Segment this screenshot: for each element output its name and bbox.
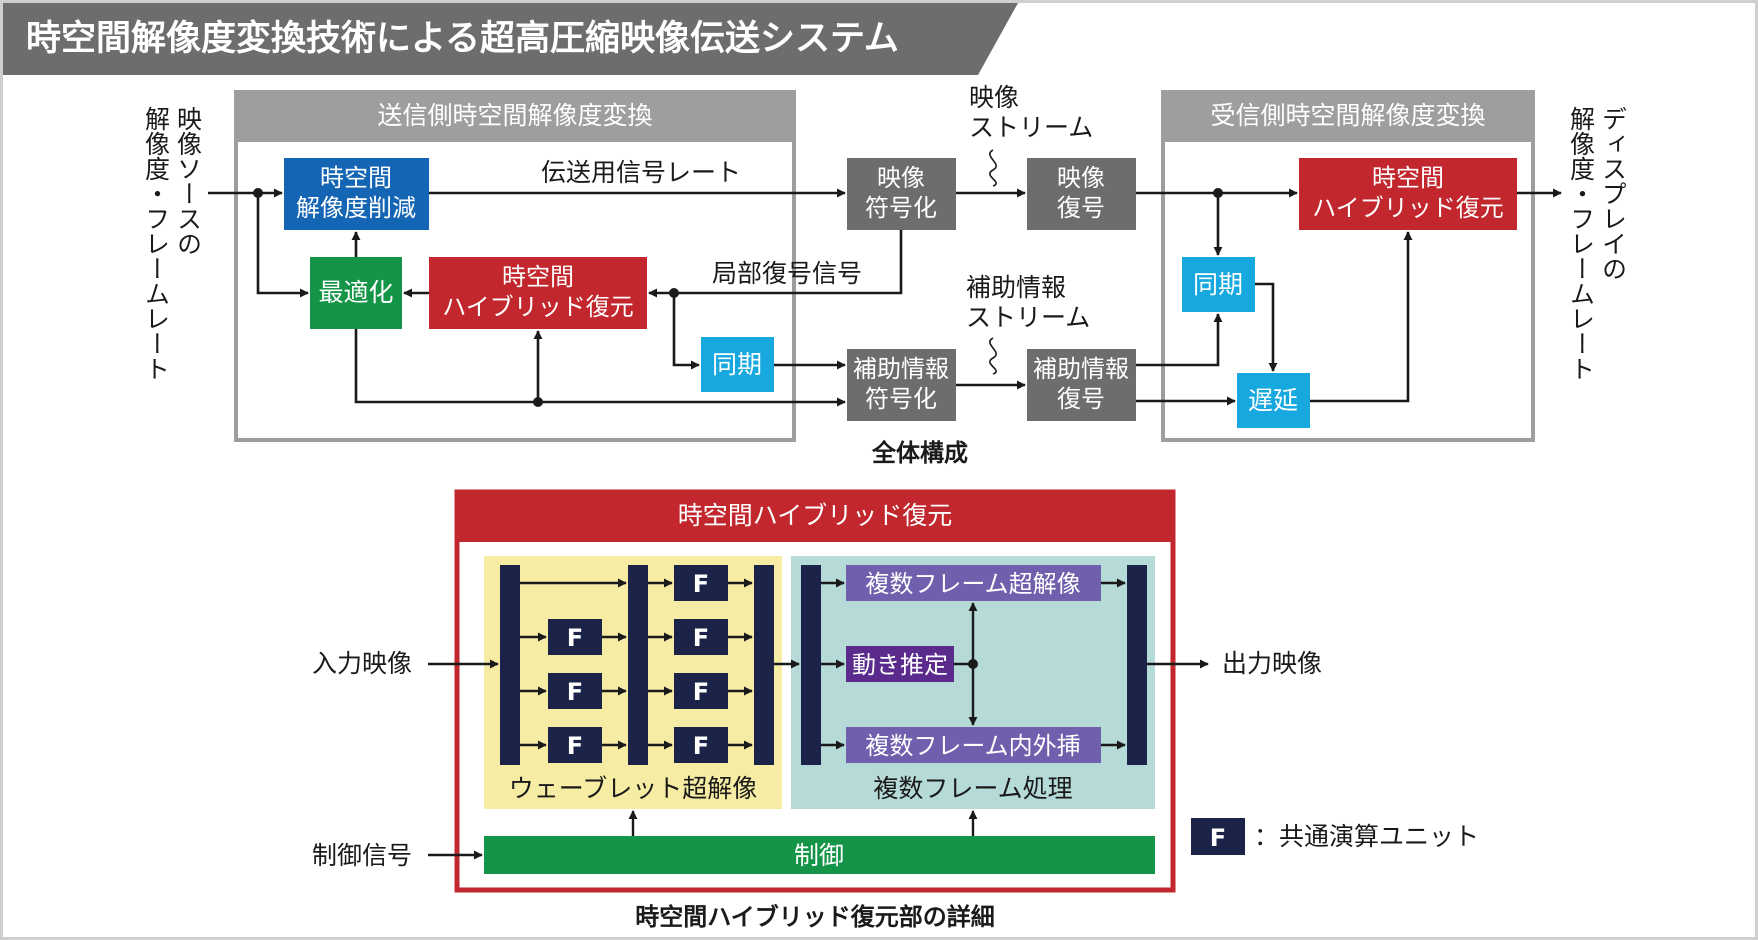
source-resolution-label: 映像ソースの 解像度・フレームレート xyxy=(142,106,203,381)
optimization-block xyxy=(310,257,402,329)
multiframe-super-resolution-block xyxy=(846,565,1101,601)
wavelet-panel-label: ウェーブレット超解像 xyxy=(509,774,758,803)
local-decode-signal-label: 局部復号信号 xyxy=(712,259,862,288)
local-decode-arrow xyxy=(648,230,903,298)
detail-header-label: 時空間ハイブリッド復元 xyxy=(678,501,953,530)
common-unit-label: F xyxy=(693,678,709,706)
sync-to-delay-arrow xyxy=(1255,282,1278,372)
delay-to-hybrid-arrow xyxy=(1310,231,1413,403)
video-stream-label: 映像ストリーム xyxy=(969,83,1093,142)
common-unit-label: F xyxy=(567,624,583,652)
common-unit-label: F xyxy=(567,678,583,706)
receiver-sync-block xyxy=(1182,257,1255,312)
aux-encoding-label: 補助情報符号化 xyxy=(853,355,949,413)
source-to-optimization-arrow xyxy=(256,193,309,298)
junction-dot xyxy=(533,397,543,407)
common-unit-block xyxy=(548,727,602,763)
motion-estimation-label: 動き推定 xyxy=(852,651,948,679)
receiver-sync-label: 同期 xyxy=(1193,270,1243,299)
video-encoding-label: 映像符号化 xyxy=(865,164,937,222)
multiframe-super-resolution-label: 複数フレーム超解像 xyxy=(865,570,1080,598)
common-unit-block xyxy=(674,619,728,655)
multiframe-panel-label: 複数フレーム処理 xyxy=(873,774,1072,803)
sender-sync-label: 同期 xyxy=(712,350,762,379)
optimization-to-aux-encoder-arrow xyxy=(354,329,846,407)
overall-caption: 全体構成 xyxy=(871,439,968,467)
receiver-group-label: 受信側時空間解像度変換 xyxy=(1210,101,1485,130)
receiver-group-header xyxy=(1163,92,1533,142)
multiframe-interpolation-block xyxy=(846,727,1101,763)
common-unit-label: F xyxy=(693,624,709,652)
delay-block xyxy=(1237,373,1310,428)
control-block xyxy=(484,836,1155,874)
aux-decode-to-sync-arrow xyxy=(1136,313,1223,367)
page-title: 時空間解像度変換技術による超高圧縮映像伝送システム xyxy=(26,18,899,59)
local-decode-to-sync-arrow xyxy=(672,293,700,370)
multiframe-input-bar xyxy=(801,565,821,765)
video-encoding-block xyxy=(847,158,956,230)
control-signal-label: 制御信号 xyxy=(312,841,412,870)
output-video-label: 出力映像 xyxy=(1222,649,1322,678)
junction-dot xyxy=(968,659,978,669)
legend-f-label: F xyxy=(1210,824,1226,852)
video-decoding-label: 映像復号 xyxy=(1057,164,1105,222)
legend-description: ：共通演算ユニット xyxy=(1254,822,1479,851)
sender-sync-block xyxy=(701,337,774,392)
junction-dot xyxy=(1213,188,1223,198)
spatiotemporal-reduction-block xyxy=(284,158,429,230)
wavelet-output-bar xyxy=(754,565,774,765)
delay-label: 遅延 xyxy=(1248,386,1298,415)
motion-estimation-block xyxy=(846,646,954,682)
sender-hybrid-restoration-label: 時空間ハイブリッド復元 xyxy=(442,263,634,321)
common-unit-block xyxy=(674,727,728,763)
sender-hybrid-restoration-block xyxy=(429,257,647,329)
legend-f-swatch xyxy=(1191,818,1245,855)
junction-dots xyxy=(253,188,1223,407)
aux-stream-squiggle xyxy=(989,337,997,375)
title-bar xyxy=(3,3,1018,75)
overall-connectors xyxy=(208,188,1562,407)
common-unit-block xyxy=(548,619,602,655)
sender-group-header xyxy=(236,92,794,142)
detail-header xyxy=(457,492,1173,542)
display-resolution-label: ディスプレイの 解像度・フレームレート xyxy=(1567,106,1628,381)
aux-encoding-block xyxy=(847,349,956,421)
receiver-hybrid-restoration-label: 時空間ハイブリッド復元 xyxy=(1312,164,1504,222)
wavelet-mid-bar xyxy=(628,565,648,765)
receiver-hybrid-restoration-block xyxy=(1299,158,1517,230)
aux-stream-label: 補助情報ストリーム xyxy=(966,273,1090,332)
junction-dot xyxy=(669,288,679,298)
input-video-label: 入力映像 xyxy=(312,649,412,678)
wavelet-input-bar xyxy=(500,565,520,765)
control-label: 制御 xyxy=(794,841,844,870)
spatiotemporal-reduction-label: 時空間解像度削減 xyxy=(296,164,416,222)
detail-connectors xyxy=(428,578,1209,860)
multiframe-output-bar xyxy=(1127,565,1147,765)
aux-decoding-block xyxy=(1027,349,1136,421)
detail-caption: 時空間ハイブリッド復元部の詳細 xyxy=(635,903,995,931)
transmission-rate-label: 伝送用信号レート xyxy=(541,158,741,187)
navy-bars xyxy=(500,565,1147,765)
aux-decoding-label: 補助情報復号 xyxy=(1033,355,1129,413)
video-decoding-block xyxy=(1027,158,1136,230)
optimization-label: 最適化 xyxy=(318,278,393,307)
junction-dot xyxy=(253,188,263,198)
video-stream-squiggle xyxy=(989,149,997,187)
common-unit-label: F xyxy=(693,732,709,760)
multiframe-interpolation-label: 複数フレーム内外挿 xyxy=(865,732,1080,760)
common-unit-block xyxy=(548,673,602,709)
common-unit-label: F xyxy=(567,732,583,760)
sender-group-label: 送信側時空間解像度変換 xyxy=(377,101,652,130)
common-unit-block xyxy=(674,673,728,709)
common-unit-block xyxy=(674,565,728,601)
common-unit-label: F xyxy=(693,570,709,598)
